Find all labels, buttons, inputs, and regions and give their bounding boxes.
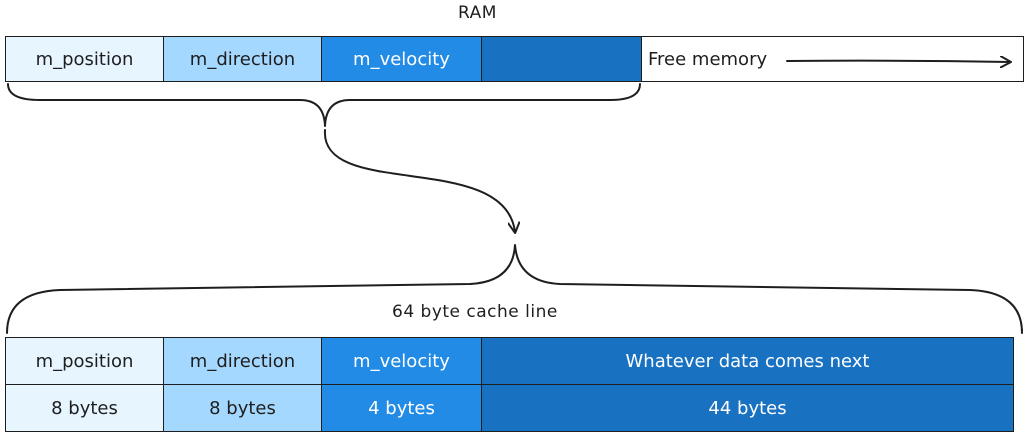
free-memory-arrow (786, 61, 1010, 62)
cache-header-position: m_position (5, 337, 164, 385)
ram-cell-unused (481, 36, 642, 82)
cache-header-velocity: m_velocity (321, 337, 482, 385)
ram-cell-position: m_position (5, 36, 164, 82)
free-memory-label: Free memory (648, 48, 768, 70)
ram-cell-direction: m_direction (163, 36, 322, 82)
cache-size-position: 8 bytes (5, 384, 164, 432)
cache-brace (6, 244, 1023, 334)
ram-cell-velocity: m_velocity (321, 36, 482, 82)
cache-size-velocity: 4 bytes (321, 384, 482, 432)
cache-header-next: Whatever data comes next (481, 337, 1014, 385)
cache-line-title: 64 byte cache line (392, 302, 558, 322)
ram-title: RAM (458, 3, 497, 23)
ram-brace (7, 83, 641, 127)
down-connector-arrow (323, 129, 515, 232)
cache-size-next: 44 bytes (481, 384, 1014, 432)
cache-size-direction: 8 bytes (163, 384, 322, 432)
cache-header-direction: m_direction (163, 337, 322, 385)
ram-cell-free-memory: Free memory (641, 36, 1024, 82)
